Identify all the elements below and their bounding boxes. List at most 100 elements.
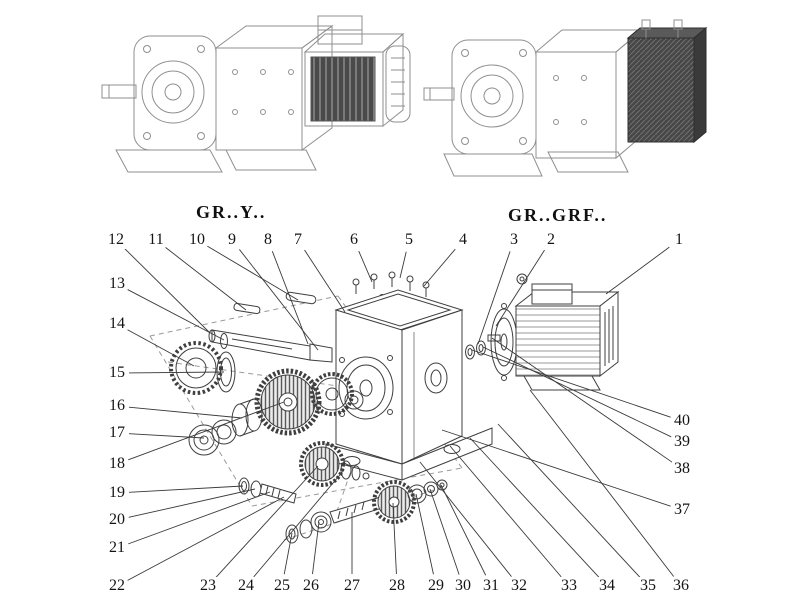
leader-line-15 [128, 371, 225, 374]
gr-y-output-shaft [101, 84, 137, 99]
leader-line-19 [128, 485, 244, 493]
leader-line-31 [440, 484, 487, 576]
callout-8: 8 [262, 231, 274, 249]
leader-line-2 [495, 249, 545, 327]
gr-grf-rear-cover [626, 19, 708, 144]
callout-13: 13 [107, 275, 127, 293]
leader-line-39 [482, 346, 672, 438]
gr-y-housing-body [214, 25, 334, 151]
callout-14: 14 [107, 315, 127, 333]
gear-housing-drawing [325, 271, 493, 481]
leader-line-20 [128, 488, 256, 518]
leader-line-8 [271, 251, 309, 345]
bearing-and-seal-drawing [169, 341, 236, 395]
leader-line-9 [239, 249, 319, 351]
callout-22: 22 [107, 577, 127, 595]
leader-line-22 [127, 496, 285, 581]
callout-26: 26 [301, 577, 321, 595]
leader-line-25 [283, 532, 293, 575]
leader-line-7 [304, 249, 346, 313]
leader-line-12 [124, 248, 211, 334]
callout-11: 11 [146, 231, 166, 249]
gr-grf-output-shaft [423, 87, 455, 101]
callout-35: 35 [638, 577, 658, 595]
callout-28: 28 [387, 577, 407, 595]
callout-40: 40 [672, 412, 692, 430]
leader-line-32 [419, 461, 512, 577]
leader-line-1 [605, 246, 670, 295]
leader-line-21 [128, 491, 271, 545]
shaft-key-large [285, 291, 317, 305]
gr-grf-housing-body [534, 28, 644, 160]
exploded-view-drawing [149, 271, 620, 544]
leader-line-4 [423, 248, 456, 287]
spacer-and-bearings-drawing [188, 398, 263, 456]
gr-y-motor [303, 15, 411, 128]
callout-5: 5 [403, 231, 415, 249]
callout-2: 2 [545, 231, 557, 249]
callout-19: 19 [107, 484, 127, 502]
leader-line-37 [441, 429, 671, 507]
callout-30: 30 [453, 577, 473, 595]
gr-grf-mounting-feet [443, 151, 629, 177]
leader-line-10 [207, 245, 299, 301]
gr-grf-front-flange [451, 39, 537, 155]
leader-line-24 [253, 469, 345, 578]
callout-36: 36 [671, 577, 691, 595]
callout-34: 34 [597, 577, 617, 595]
leader-line-11 [165, 247, 247, 311]
leader-line-26 [312, 521, 320, 575]
callout-12: 12 [106, 231, 126, 249]
leader-line-34 [469, 437, 600, 578]
model-label-gr-y: GR..Y.. [196, 202, 267, 222]
callout-39: 39 [672, 433, 692, 451]
leader-line-35 [497, 423, 641, 578]
callout-leader-lines [124, 245, 675, 581]
callout-4: 4 [457, 231, 469, 249]
callout-31: 31 [481, 577, 501, 595]
retaining-ring [220, 333, 228, 349]
callout-16: 16 [107, 397, 127, 415]
callout-24: 24 [236, 577, 256, 595]
callout-27: 27 [342, 577, 362, 595]
leader-line-5 [399, 251, 407, 279]
callout-15: 15 [107, 364, 127, 382]
callout-3: 3 [508, 231, 520, 249]
callout-23: 23 [198, 577, 218, 595]
leader-line-6 [358, 250, 373, 283]
callout-37: 37 [672, 501, 692, 519]
leader-line-29 [415, 493, 434, 575]
leader-line-28 [392, 502, 397, 575]
callout-32: 32 [509, 577, 529, 595]
input-shaft-assembly-drawing [285, 479, 448, 544]
leader-line-16 [128, 406, 243, 419]
output-shaft-assembly-drawing [208, 291, 333, 363]
callout-21: 21 [107, 539, 127, 557]
gr-y-gearmotor-drawing [101, 15, 411, 173]
small-washers-and-pinion-drawing [238, 477, 297, 504]
callout-18: 18 [107, 455, 127, 473]
callout-29: 29 [426, 577, 446, 595]
callout-20: 20 [107, 511, 127, 529]
callout-10: 10 [187, 231, 207, 249]
callout-38: 38 [672, 460, 692, 478]
gr-y-mounting-feet [115, 149, 317, 173]
callout-1: 1 [673, 231, 685, 249]
callout-17: 17 [107, 424, 127, 442]
gr-y-front-flange [133, 35, 217, 151]
leader-line-3 [477, 251, 511, 345]
model-label-gr-grf: GR..GRF.. [508, 205, 608, 225]
leader-line-17 [128, 433, 205, 439]
cluster-gear-drawing [299, 441, 370, 487]
callout-33: 33 [559, 577, 579, 595]
gr-grf-gearmotor-drawing [423, 19, 708, 177]
leader-line-40 [471, 349, 671, 418]
callout-7: 7 [292, 231, 304, 249]
callout-9: 9 [226, 231, 238, 249]
intermediate-gears-drawing [254, 368, 364, 436]
shaft-key-small [233, 302, 261, 315]
leader-line-33 [449, 445, 562, 578]
leader-line-14 [127, 329, 195, 367]
